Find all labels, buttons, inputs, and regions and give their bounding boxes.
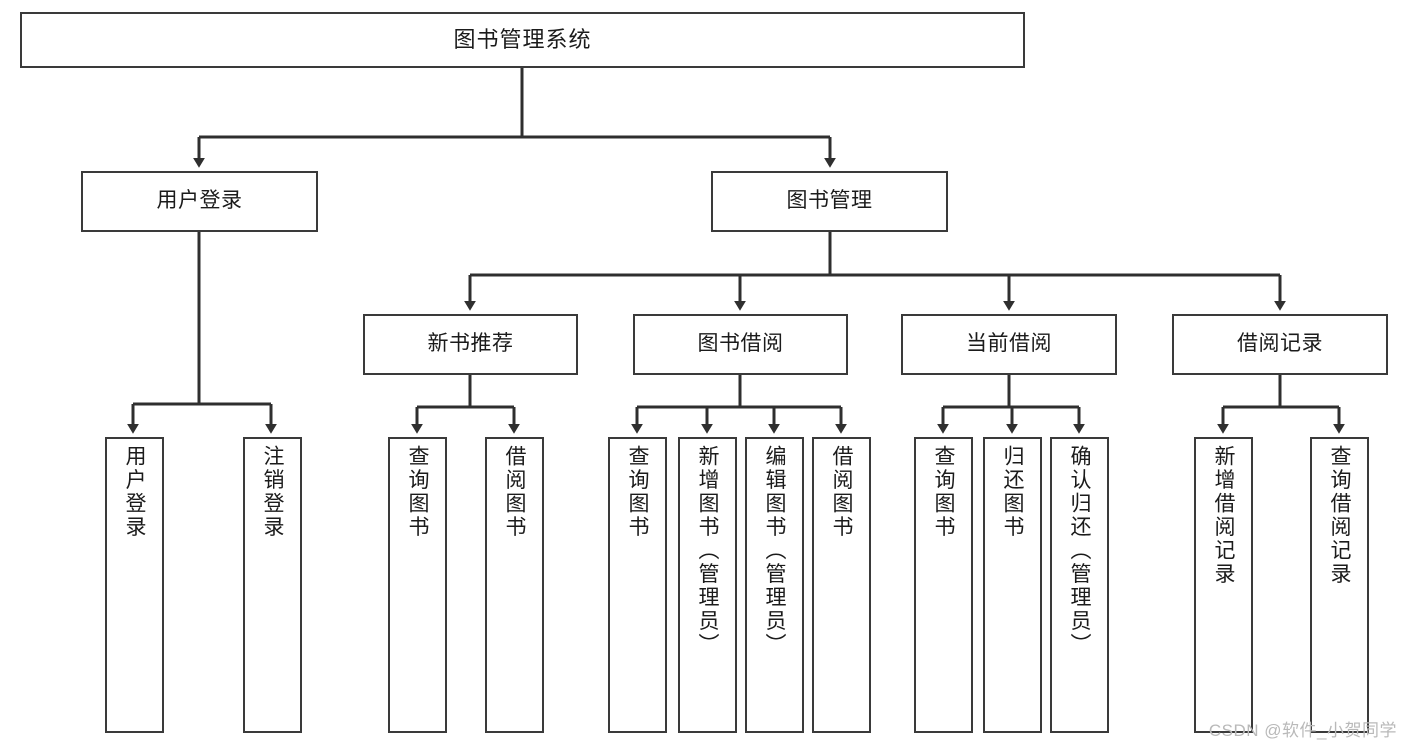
node-book-management[interactable]: 图书管理 <box>711 171 948 232</box>
node-book-management-label: 图书管理 <box>786 189 873 213</box>
leaf-query-book-3-label: 查询图书 <box>932 445 955 539</box>
leaf-confirm-return-label: 确认归还（管理员） <box>1068 445 1091 657</box>
node-book-borrow[interactable]: 图书借阅 <box>633 314 848 375</box>
leaf-confirm-return[interactable]: 确认归还（管理员） <box>1050 437 1109 733</box>
leaf-query-record[interactable]: 查询借阅记录 <box>1310 437 1369 733</box>
node-user-login-label: 用户登录 <box>156 189 243 213</box>
node-current-borrow[interactable]: 当前借阅 <box>901 314 1117 375</box>
leaf-logout[interactable]: 注销登录 <box>243 437 302 733</box>
node-borrow-record-label: 借阅记录 <box>1237 332 1323 356</box>
leaf-edit-book-label: 编辑图书（管理员） <box>763 445 786 657</box>
node-user-login[interactable]: 用户登录 <box>81 171 318 232</box>
node-book-borrow-label: 图书借阅 <box>697 332 784 356</box>
leaf-return-book-label: 归还图书 <box>1001 445 1024 539</box>
leaf-query-book-2[interactable]: 查询图书 <box>608 437 667 733</box>
leaf-return-book[interactable]: 归还图书 <box>983 437 1042 733</box>
leaf-user-login[interactable]: 用户登录 <box>105 437 164 733</box>
leaf-logout-label: 注销登录 <box>261 445 284 539</box>
leaf-query-book-3[interactable]: 查询图书 <box>914 437 973 733</box>
node-borrow-record[interactable]: 借阅记录 <box>1172 314 1388 375</box>
leaf-add-book-label: 新增图书（管理员） <box>696 445 719 657</box>
node-current-borrow-label: 当前借阅 <box>966 332 1052 356</box>
leaf-query-record-label: 查询借阅记录 <box>1328 445 1351 586</box>
leaf-borrow-book-2-label: 借阅图书 <box>830 445 853 539</box>
node-root[interactable]: 图书管理系统 <box>20 12 1025 68</box>
node-new-book-recommend[interactable]: 新书推荐 <box>363 314 578 375</box>
leaf-edit-book[interactable]: 编辑图书（管理员） <box>745 437 804 733</box>
leaf-query-book-1-label: 查询图书 <box>406 445 429 539</box>
leaf-borrow-book-1[interactable]: 借阅图书 <box>485 437 544 733</box>
leaf-add-book[interactable]: 新增图书（管理员） <box>678 437 737 733</box>
node-root-label: 图书管理系统 <box>453 27 592 53</box>
watermark: CSDN @软件_小贺同学 <box>1208 721 1397 740</box>
leaf-user-login-label: 用户登录 <box>123 445 146 539</box>
leaf-borrow-book-2[interactable]: 借阅图书 <box>812 437 871 733</box>
leaf-borrow-book-1-label: 借阅图书 <box>503 445 526 539</box>
leaf-add-record[interactable]: 新增借阅记录 <box>1194 437 1253 733</box>
leaf-add-record-label: 新增借阅记录 <box>1212 445 1235 586</box>
leaf-query-book-1[interactable]: 查询图书 <box>388 437 447 733</box>
leaf-query-book-2-label: 查询图书 <box>626 445 649 539</box>
node-new-book-recommend-label: 新书推荐 <box>427 332 514 356</box>
